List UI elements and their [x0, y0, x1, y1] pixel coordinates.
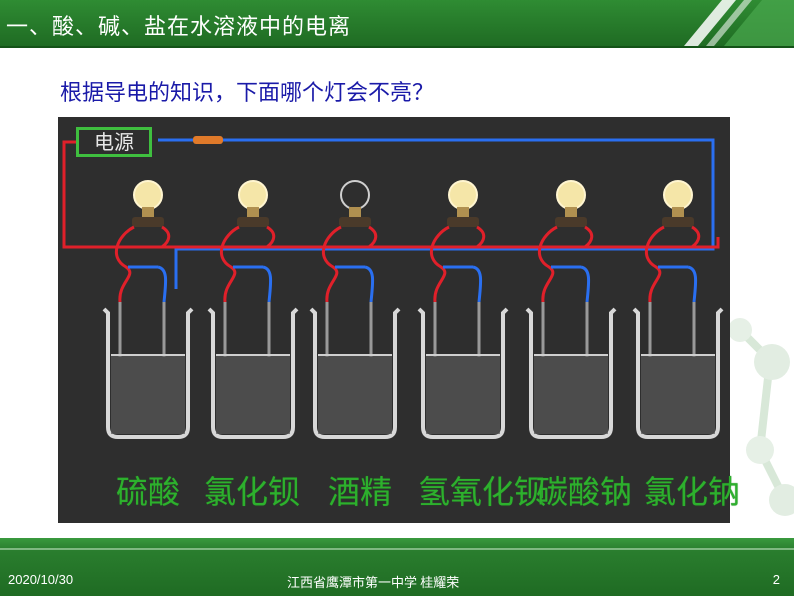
bulb-holder	[447, 217, 479, 227]
footer-date: 2020/10/30	[8, 572, 74, 587]
red-branch-wire	[644, 225, 665, 303]
bulb-holder	[339, 217, 371, 227]
bulb-holder	[132, 217, 164, 227]
red-main-wire	[62, 140, 720, 249]
red-link-wire	[476, 225, 486, 249]
circuit-diagram	[62, 136, 724, 439]
bulb-base	[349, 207, 361, 217]
blue-branch-wire	[472, 265, 483, 303]
blue-branch-wire	[687, 265, 698, 303]
beaker-2	[207, 307, 299, 439]
blue-branch-wire	[157, 265, 168, 303]
blue-branch-wire	[364, 265, 375, 303]
bulb-2	[238, 180, 268, 210]
power-source-label: 电源	[76, 127, 152, 157]
bulb-base	[247, 207, 259, 217]
circuit-figure: 电源 硫酸氯化钡酒精氢氧化钡碳酸钠氯化钠	[58, 117, 740, 523]
red-link-wire	[266, 225, 276, 249]
beaker-5	[525, 307, 617, 439]
bulb-base	[565, 207, 577, 217]
solution-liquid	[111, 355, 185, 434]
red-link-wire	[161, 225, 171, 249]
solution-label: 碳酸钠	[536, 473, 633, 511]
molecule-decoration	[730, 318, 794, 516]
switch	[193, 136, 223, 144]
bulb-holder	[555, 217, 587, 227]
bulb-holder	[237, 217, 269, 227]
footer-divider	[0, 548, 794, 550]
bulb-base	[672, 207, 684, 217]
beaker-4	[417, 307, 509, 439]
beaker-1	[102, 307, 194, 439]
bulb-holder	[662, 217, 694, 227]
red-link-wire	[691, 225, 701, 249]
solution-liquid	[318, 355, 392, 434]
bulb-base	[457, 207, 469, 217]
bulb-5	[556, 180, 586, 210]
bulb-1	[133, 180, 163, 210]
footer-bar	[0, 538, 794, 596]
red-branch-wire	[114, 225, 135, 303]
page-number: 2	[772, 572, 780, 587]
solution-liquid	[216, 355, 290, 434]
red-link-wire	[368, 225, 378, 249]
red-branch-wire	[537, 225, 558, 303]
title-bar: 一、酸、碱、盐在水溶液中的电离	[0, 0, 794, 46]
bulb-base	[142, 207, 154, 217]
red-link-wire	[584, 225, 594, 249]
footer-school: 江西省鹰潭市第一中学 桂耀荣	[287, 575, 460, 590]
title-stripes-decoration	[684, 0, 794, 46]
red-branch-wire	[321, 225, 342, 303]
solution-liquid	[534, 355, 608, 434]
solution-label: 硫酸	[116, 473, 181, 511]
beaker-6	[632, 307, 724, 439]
blue-main-wire	[158, 138, 715, 289]
blue-branch-wire	[580, 265, 591, 303]
solution-label: 氯化钠	[644, 473, 741, 511]
beaker-3	[309, 307, 401, 439]
slide-title: 一、酸、碱、盐在水溶液中的电离	[6, 15, 352, 40]
solution-liquid	[641, 355, 715, 434]
solution-label: 氢氧化钡	[418, 473, 547, 511]
question-text: 根据导电的知识，下面哪个灯会不亮？	[60, 81, 435, 106]
red-branch-wire	[429, 225, 450, 303]
bulb-6	[663, 180, 693, 210]
bulb-4	[448, 180, 478, 210]
red-branch-wire	[219, 225, 240, 303]
blue-branch-wire	[262, 265, 273, 303]
solution-label: 酒精	[328, 473, 393, 511]
bulb-3	[340, 180, 370, 210]
solution-liquid	[426, 355, 500, 434]
solution-label: 氯化钡	[204, 473, 301, 511]
